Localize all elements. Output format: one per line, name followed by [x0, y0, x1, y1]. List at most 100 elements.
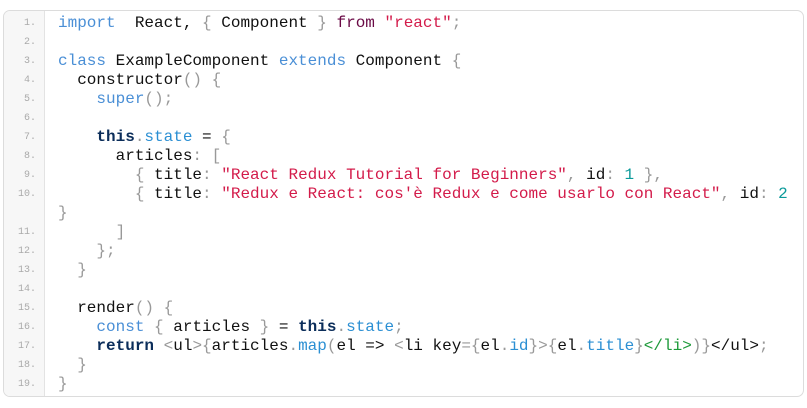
- code-token: {: [451, 52, 462, 70]
- code-token: :: [192, 147, 203, 165]
- code-token: },: [643, 166, 663, 184]
- code-token: >{: [192, 337, 212, 355]
- code-line: 5. super();: [4, 90, 803, 109]
- line-number: 6.: [23, 113, 36, 124]
- code-token: React,: [115, 14, 203, 32]
- code-token: ;: [394, 318, 404, 336]
- code-block: 1. import React, { Component } from "reac…: [3, 10, 804, 397]
- code-line: 1. import React, { Component } from "reac…: [4, 14, 803, 33]
- code-text: import React, { Component } from "react"…: [44, 14, 461, 33]
- code-token: articles: [58, 147, 193, 165]
- code-token: .: [499, 337, 510, 355]
- code-text: }: [44, 261, 87, 280]
- code-token: "react": [384, 14, 452, 32]
- code-token: .: [336, 318, 347, 336]
- code-token: }: [634, 337, 644, 355]
- code-token: ();: [144, 90, 174, 108]
- code-token: :: [758, 185, 769, 203]
- code-token: import: [58, 14, 116, 32]
- code-text: articles: [: [44, 147, 222, 166]
- code-token: };: [96, 242, 116, 260]
- code-token: [375, 14, 385, 32]
- code-line: 12. };: [4, 242, 803, 261]
- code-lines: 1. import React, { Component } from "reac…: [4, 14, 803, 394]
- code-token: [634, 166, 644, 184]
- code-token: title: [144, 166, 203, 184]
- code-token: el =>: [336, 337, 395, 355]
- line-number: 16.: [17, 322, 36, 333]
- line-number: 8.: [23, 151, 36, 162]
- code-token: id: [576, 166, 606, 184]
- line-number: 19.: [17, 379, 36, 390]
- line-number: 4.: [23, 75, 36, 86]
- code-text: { title: "Redux e React: cos'è Redux e c…: [44, 185, 788, 223]
- code-token: ul: [173, 337, 193, 355]
- code-token: class: [58, 52, 107, 70]
- code-token: [212, 166, 222, 184]
- line-number: 13.: [17, 265, 36, 276]
- code-line: 7. this.state = {: [4, 128, 803, 147]
- code-token: constructor: [58, 71, 183, 89]
- code-token: [58, 166, 135, 184]
- code-token: [144, 318, 154, 336]
- code-token: :: [605, 166, 615, 184]
- code-token: {: [134, 166, 145, 184]
- code-token: return: [96, 337, 155, 355]
- code-token: =: [192, 128, 222, 146]
- code-token: extends: [278, 52, 347, 70]
- code-token: [58, 90, 96, 108]
- code-text: [44, 280, 68, 299]
- code-line: 6.: [4, 109, 803, 128]
- code-token: .: [288, 337, 299, 355]
- line-number: 18.: [17, 360, 36, 371]
- code-token: Component: [346, 52, 452, 70]
- code-token: {: [134, 185, 145, 203]
- code-token: ;: [759, 337, 769, 355]
- line-number: 1.: [23, 18, 36, 29]
- code-line: 2.: [4, 33, 803, 52]
- code-line: 11. ]: [4, 223, 803, 242]
- code-line: 17. return <ul>{articles.map(el => <li k…: [4, 337, 803, 356]
- line-number: 14.: [17, 284, 36, 295]
- code-token: }: [77, 261, 87, 279]
- code-token: from: [336, 14, 375, 32]
- code-token: this: [96, 128, 135, 146]
- line-number: 10.: [17, 189, 36, 200]
- code-token: ]: [115, 223, 126, 241]
- code-text: render() {: [44, 299, 173, 318]
- code-text: class ExampleComponent extends Component…: [44, 52, 461, 71]
- code-token: {: [202, 14, 212, 32]
- code-token: [58, 185, 135, 203]
- code-token: ;: [451, 14, 462, 32]
- code-token: (: [326, 337, 337, 355]
- line-number: 17.: [17, 341, 36, 352]
- code-line: 16. const { articles } = this.state;: [4, 318, 803, 337]
- code-token: [154, 337, 164, 355]
- code-token: articles: [163, 318, 260, 336]
- line-number-gutter: [4, 11, 45, 396]
- code-line: 19.}: [4, 375, 803, 394]
- code-line: 13. }: [4, 261, 803, 280]
- code-token: this: [298, 318, 337, 336]
- code-token: [58, 318, 96, 336]
- code-token: const: [96, 318, 145, 336]
- code-token: [154, 299, 164, 317]
- code-text: const { articles } = this.state;: [44, 318, 404, 337]
- line-number: 11.: [17, 227, 36, 238]
- line-number: 12.: [17, 246, 36, 257]
- code-token: title: [144, 185, 203, 203]
- code-line: 14.: [4, 280, 803, 299]
- code-text: [44, 33, 68, 52]
- code-token: {: [221, 128, 231, 146]
- code-token: ={: [461, 337, 481, 355]
- code-text: [44, 109, 68, 128]
- code-line: 4. constructor() {: [4, 71, 803, 90]
- code-token: }: [317, 14, 327, 32]
- code-token: [615, 166, 625, 184]
- code-line: 9. { title: "React Redux Tutorial for Be…: [4, 166, 803, 185]
- line-number: 15.: [17, 303, 36, 314]
- code-token: (): [134, 299, 155, 317]
- code-token: id: [730, 185, 759, 203]
- code-token: <: [394, 337, 404, 355]
- code-token: state: [144, 128, 193, 146]
